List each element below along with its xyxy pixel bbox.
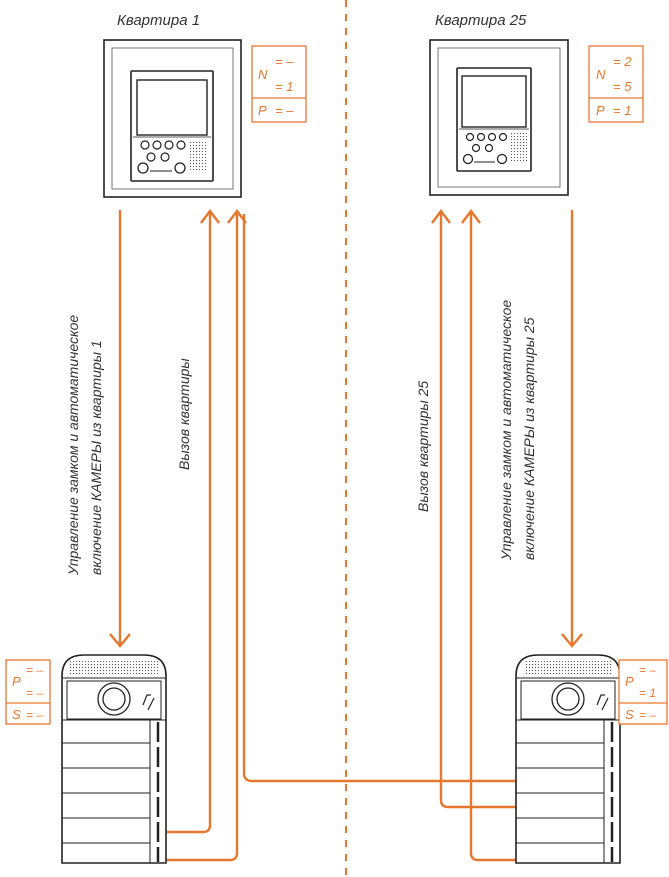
wire-call-25b bbox=[469, 213, 519, 862]
right-panel-config-box: P = – = 1 S = – bbox=[618, 659, 668, 725]
config-p-value-2: = 1 bbox=[639, 686, 656, 700]
config-s-value: = – bbox=[639, 708, 656, 722]
config-s-key: S bbox=[625, 707, 634, 722]
label-control-25-line2: включение КАМЕРЫ из квартиры 25 bbox=[521, 317, 537, 560]
config-p-value-1: = – bbox=[639, 663, 656, 677]
left-panel-config-box: P = – = – S = – bbox=[5, 659, 51, 725]
wire-call-1b bbox=[165, 213, 239, 862]
apartment-1-monitor bbox=[103, 39, 242, 198]
config-n-key: N bbox=[596, 67, 606, 82]
arrowhead-down-icon bbox=[561, 633, 583, 648]
arrowhead-down-icon bbox=[109, 633, 131, 648]
config-p-value: = 1 bbox=[613, 103, 631, 118]
config-p-value: = – bbox=[275, 103, 294, 118]
arrowhead-up-icon bbox=[461, 209, 481, 224]
config-s-key: S bbox=[12, 707, 21, 722]
config-p-key: P bbox=[596, 103, 605, 118]
apartment-1-title: Квартира 1 bbox=[117, 12, 200, 29]
wire-cross bbox=[242, 214, 519, 783]
config-n-key: N bbox=[258, 67, 268, 82]
config-n-value-1: = 2 bbox=[613, 54, 632, 69]
label-control-1-line2: включение КАМЕРЫ из квартиры 1 bbox=[88, 340, 104, 575]
label-control-1-line1: Управление замком и автоматическое bbox=[65, 315, 81, 576]
apartment-25-config-box: N = 2 = 5 P = 1 bbox=[588, 45, 644, 123]
left-door-panel bbox=[61, 654, 167, 864]
arrowhead-up-icon bbox=[200, 209, 220, 224]
config-p-value-1: = – bbox=[26, 663, 43, 677]
config-p-key: P bbox=[625, 674, 634, 689]
config-p-key: P bbox=[258, 103, 267, 118]
config-p-key: P bbox=[12, 674, 21, 689]
apartment-25-monitor bbox=[429, 39, 569, 196]
arrowhead-up-icon bbox=[431, 209, 451, 224]
wire-call-25 bbox=[439, 213, 519, 809]
config-n-value-1: = – bbox=[275, 54, 294, 69]
config-p-value-2: = – bbox=[26, 686, 43, 700]
label-call-apartment: Вызов квартиры bbox=[176, 358, 192, 470]
wires bbox=[109, 209, 583, 862]
config-n-value-2: = 5 bbox=[613, 79, 632, 94]
config-n-value-2: = 1 bbox=[275, 79, 293, 94]
apartment-1-config-box: N = – = 1 P = – bbox=[251, 45, 307, 123]
right-door-panel bbox=[515, 654, 621, 864]
label-control-25-line1: Управление замком и автоматическое bbox=[498, 300, 514, 561]
label-call-apartment-25: Вызов квартиры 25 bbox=[415, 381, 431, 512]
apartment-25-title: Квартира 25 bbox=[435, 12, 527, 29]
config-s-value: = – bbox=[26, 708, 43, 722]
wire-call-1 bbox=[165, 213, 212, 834]
